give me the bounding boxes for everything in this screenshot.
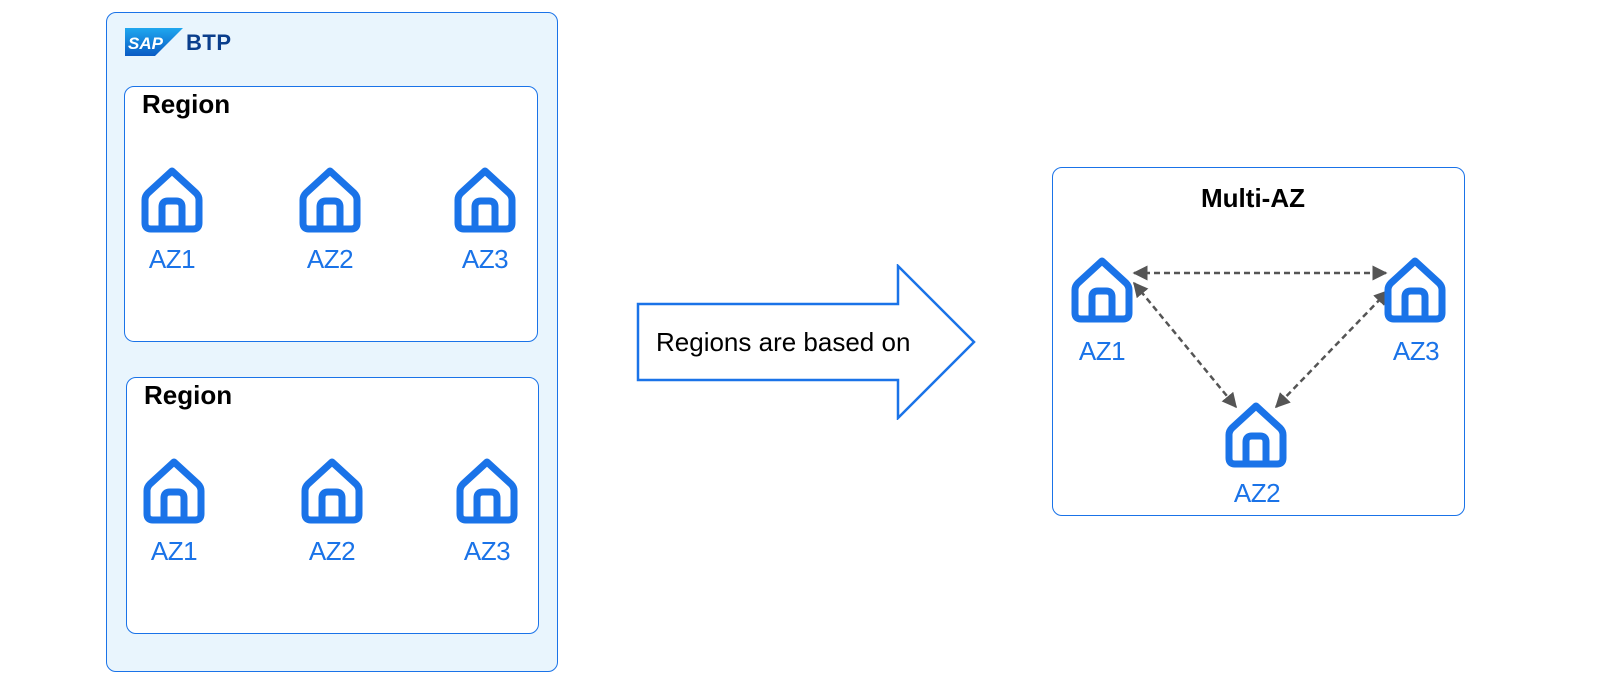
btp-label: BTP [186, 30, 232, 55]
az-label: AZ3 [463, 536, 511, 566]
region-box-2 [126, 377, 539, 634]
link-az1-az2 [1133, 281, 1237, 409]
region-box-1 [124, 86, 538, 342]
sap-logo: SAP [125, 28, 183, 56]
az-label: AZ2 [308, 536, 356, 566]
house-icon [140, 165, 204, 235]
link-az3-az2 [1274, 289, 1390, 409]
house-icon [142, 456, 206, 526]
house-icon [1383, 255, 1447, 325]
house-icon [453, 165, 517, 235]
az-label: AZ2 [1233, 478, 1281, 508]
house-icon [300, 456, 364, 526]
az-label: AZ3 [1392, 336, 1440, 366]
house-icon [298, 165, 362, 235]
az-label: AZ1 [148, 244, 196, 274]
arrow-right-icon [636, 262, 978, 422]
az-label: AZ2 [306, 244, 354, 274]
az-label: AZ3 [461, 244, 509, 274]
house-icon [455, 456, 519, 526]
region-title-2: Region [144, 380, 233, 410]
az-links [1132, 265, 1390, 409]
sap-logo-text: SAP [128, 34, 164, 53]
house-icon [1070, 255, 1134, 325]
house-icon [1224, 400, 1288, 470]
region-title-1: Region [142, 89, 231, 119]
multi-az-title: Multi-AZ [1201, 183, 1305, 213]
multi-az-box [1052, 167, 1465, 516]
az-label: AZ1 [1078, 336, 1126, 366]
az-label: AZ1 [150, 536, 198, 566]
arrow-label: Regions are based on [656, 327, 911, 357]
